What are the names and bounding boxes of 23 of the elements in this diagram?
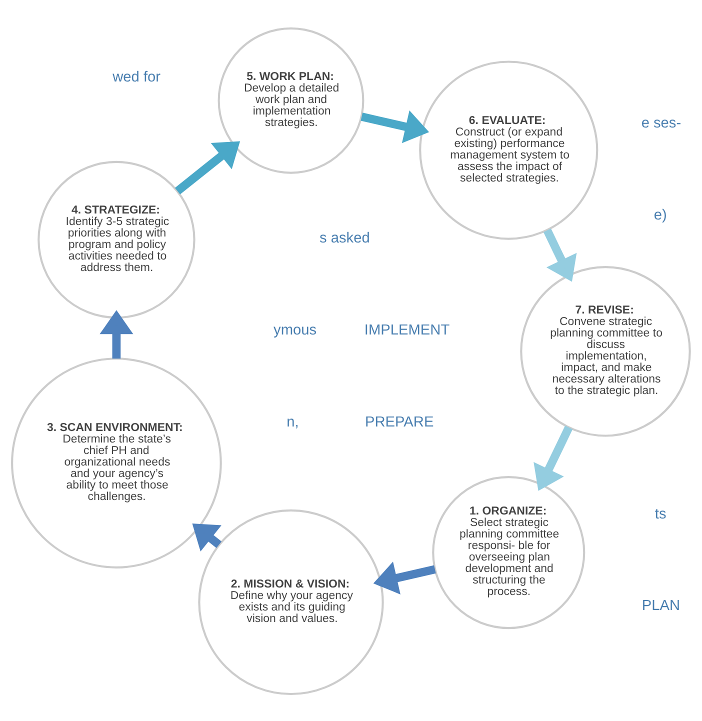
node-circle: 2. MISSION & VISION: Define why your agency exists and its guiding vision and values.	[198, 508, 384, 695]
label: ts	[654, 506, 666, 522]
arrow	[360, 110, 430, 143]
label: n,	[286, 414, 299, 430]
arrow	[192, 522, 222, 552]
label: PLAN	[642, 598, 680, 614]
arrow	[543, 228, 577, 282]
node-circle: 5. WORK PLAN: Develop a detailed work plan and implementation strategies.	[218, 26, 364, 174]
label: PREPARE	[364, 414, 434, 430]
node-circle: 6. EVALUATE: Construct (or expand existing) performance management system to assess the impact of selected strategies.	[419, 60, 598, 240]
arrow	[534, 425, 573, 490]
label: e)	[654, 206, 667, 223]
node-circle: 1. ORGANIZE: Select strategic planning committee responsi- ble for overseeing plan development and structuring the process.	[432, 476, 586, 629]
node-circle: 4. STRATEGIZE: Identify 3-5 strategic priorities along with program and policy activities needed to address them.	[38, 160, 196, 318]
label: IMPLEMENT	[364, 322, 450, 338]
arrow	[373, 561, 436, 594]
arrow	[100, 310, 134, 358]
label: e ses-	[641, 114, 682, 131]
label: s asked	[320, 230, 370, 246]
node-circle: 7. REVISE: Convene strategic planning committee to discuss implementation, impact, and make necessary alterations to the strategic plan.	[520, 266, 691, 436]
label: wed for	[112, 69, 161, 86]
arrow	[174, 140, 240, 194]
label: ymous	[274, 322, 317, 338]
